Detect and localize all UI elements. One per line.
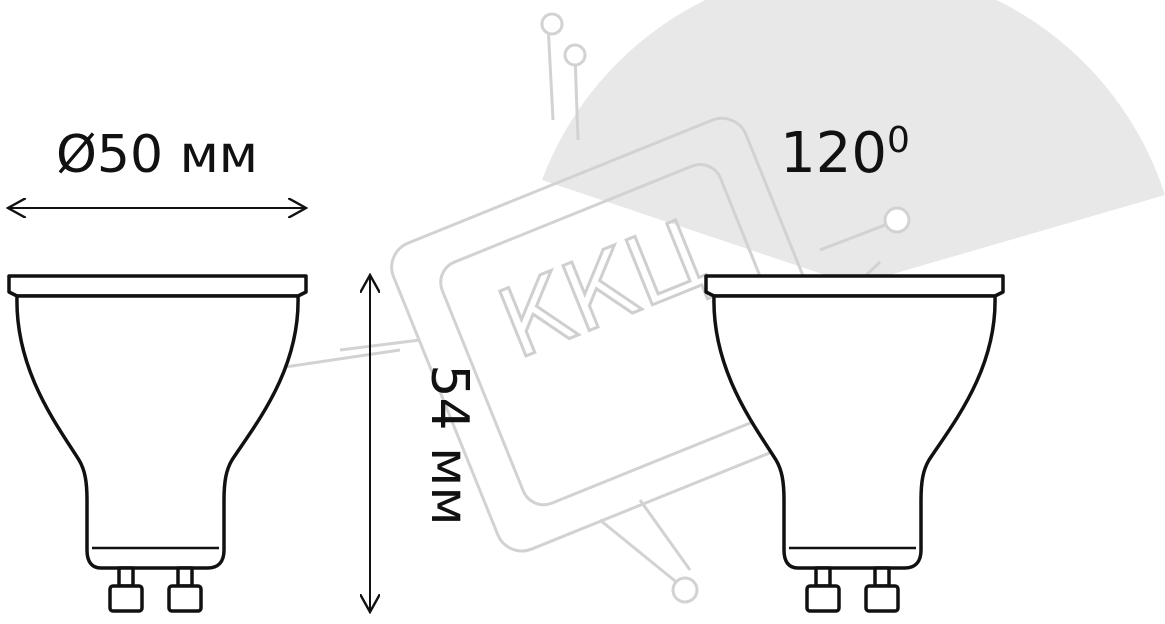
diameter-label: Ø50 мм	[56, 125, 258, 185]
lamp-right-pin-2	[864, 584, 900, 613]
lamp-left-pin-stem-2	[176, 566, 194, 588]
lamp-right-pin-stem-1	[814, 566, 832, 588]
lamp-right-pin-stem-2	[873, 566, 891, 588]
watermark-text: ККЦ	[484, 198, 721, 381]
lamp-right	[704, 274, 1005, 613]
lamp-right-body	[712, 294, 997, 570]
lamp-left-pin-2	[167, 584, 203, 613]
beam-angle-value: 120	[780, 121, 887, 186]
lamp-right-pin-1	[805, 584, 841, 613]
beam-angle-label: 1200	[780, 120, 910, 186]
height-label: 54 мм	[419, 364, 479, 525]
lamp-left-pin-stem-1	[117, 566, 135, 588]
lamp-left-rim	[7, 274, 308, 298]
lamp-right-rim	[704, 274, 1005, 298]
lamp-left-pin-1	[108, 584, 144, 613]
beam-angle-unit: 0	[887, 120, 910, 161]
lamp-left	[7, 274, 308, 613]
lamp-left-body	[15, 294, 300, 570]
beam-angle-sector	[542, 0, 1165, 285]
